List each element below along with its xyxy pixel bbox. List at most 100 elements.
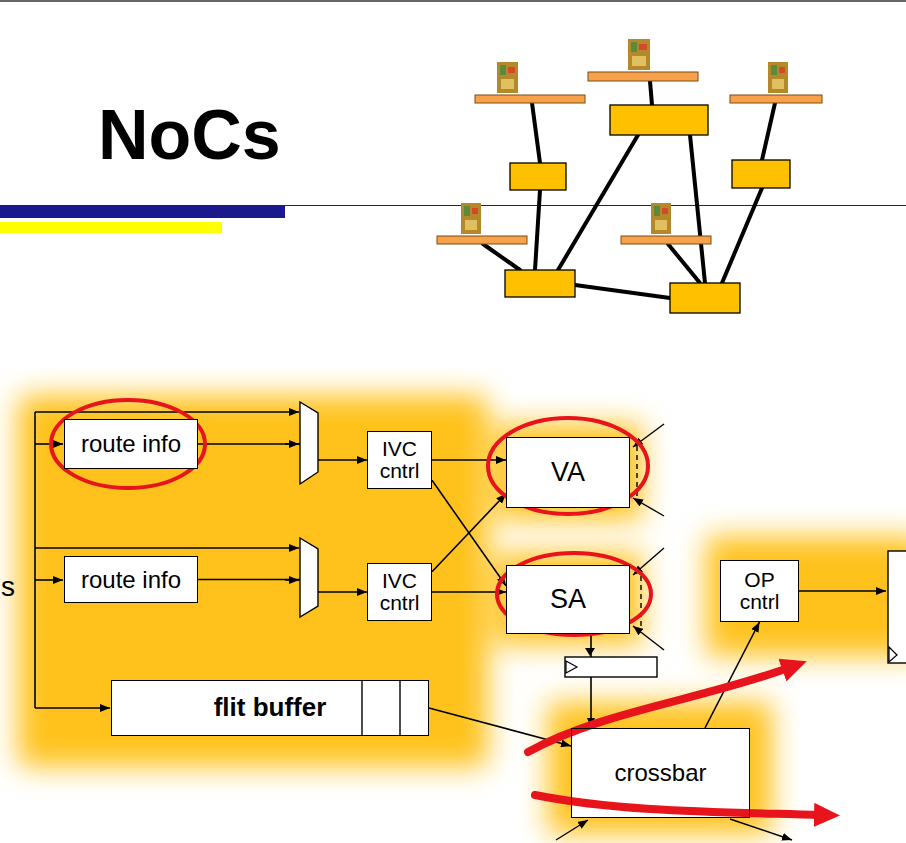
drawing-g <box>437 72 822 244</box>
connector-arrow <box>705 622 760 728</box>
drawing-line <box>35 547 299 549</box>
drawing-line <box>285 443 299 445</box>
drawing-rect <box>771 65 777 75</box>
drawing-rect <box>631 42 637 52</box>
drawing-line <box>797 590 886 592</box>
drawing-rect <box>654 206 660 216</box>
drawing-rect <box>461 203 481 234</box>
drawing-rect <box>588 72 698 81</box>
drawing-rect <box>0 205 285 218</box>
drawing-line <box>35 707 110 709</box>
connector-arrow <box>432 591 506 593</box>
glow-inputs <box>18 395 488 767</box>
drawing-line <box>556 820 588 840</box>
node-label: IVC cntrl <box>371 570 428 614</box>
drawing-g <box>497 62 518 93</box>
connector-arrow <box>198 580 367 593</box>
drawing-g <box>628 39 650 70</box>
drawing-rect <box>497 62 518 93</box>
drawing-line <box>558 135 638 270</box>
output-control-box: OP cntrl <box>720 560 799 622</box>
drawing-rect <box>501 79 514 89</box>
ivc-control-box: IVC cntrl <box>367 431 432 489</box>
drawing-polygon <box>300 538 318 617</box>
node-label: flit buffer <box>214 694 327 721</box>
drawing-rect <box>670 283 740 313</box>
drawing-line <box>640 576 641 626</box>
drawing-rect <box>472 208 478 214</box>
drawing-ellipse <box>51 400 205 488</box>
drawing-line <box>633 498 664 516</box>
node-label: crossbar <box>614 760 706 785</box>
drawing-g <box>651 203 671 234</box>
drawing-line <box>361 680 362 736</box>
drawing-polygon <box>566 661 577 673</box>
drawing-line <box>575 285 670 298</box>
drawing-line <box>650 81 652 105</box>
drawing-rect <box>662 208 668 214</box>
side-label: s <box>1 573 15 601</box>
node-label: VA <box>551 458 585 486</box>
drawing-rect <box>768 62 788 93</box>
drawing-rect <box>779 67 785 73</box>
drawing-g <box>483 81 775 298</box>
drawing-rect <box>465 220 477 230</box>
node-label: route info <box>81 431 181 456</box>
drawing-rect <box>508 67 515 73</box>
allocator-box: SA <box>506 565 630 634</box>
crossbar-box: crossbar <box>571 728 750 818</box>
glow-sa <box>496 553 642 645</box>
chip-icons <box>461 39 788 234</box>
drawing-rect <box>655 220 667 230</box>
drawing-line <box>668 244 700 283</box>
drawing-g <box>505 105 790 313</box>
drawing-line <box>722 188 762 283</box>
glow-output <box>706 536 906 656</box>
drawing-rect <box>565 657 657 677</box>
glow-va <box>496 424 642 520</box>
drawing-rect <box>732 160 790 188</box>
drawing-g <box>461 203 481 234</box>
drawing-rect <box>610 105 708 135</box>
connector-arrow <box>432 480 506 585</box>
node-label: OP cntrl <box>724 569 795 613</box>
drawing-rect <box>772 79 784 89</box>
route-info-box: route info <box>64 556 198 603</box>
drawing-g <box>35 412 299 708</box>
drawing-line <box>34 412 36 708</box>
drawing-line <box>532 103 540 163</box>
drawing-line <box>35 579 63 581</box>
node-label: SA <box>550 585 586 613</box>
drawing-rect <box>111 680 429 736</box>
drawing-rect <box>628 39 650 70</box>
drawing-rect <box>888 551 906 663</box>
ivc-control-box: IVC cntrl <box>367 563 432 621</box>
drawing-g <box>51 400 651 635</box>
drawing-path <box>585 648 595 656</box>
drawing-rect <box>621 236 711 244</box>
glow-group <box>18 395 906 834</box>
drawing-rect <box>730 95 822 103</box>
node-label: IVC cntrl <box>371 438 428 482</box>
route-info-box: route info <box>64 419 198 469</box>
drawing-ellipse <box>488 418 648 514</box>
drawing-rect <box>632 56 646 66</box>
drawing-line <box>730 819 792 840</box>
drawing-path <box>528 668 788 752</box>
drawing-ellipse <box>497 553 651 635</box>
drawing-line <box>483 244 520 270</box>
node-label: route info <box>81 567 181 592</box>
drawing-g <box>300 402 318 617</box>
drawing-g <box>768 62 788 93</box>
flit-buffer-box: flit buffer <box>111 680 429 736</box>
slide-title: NoCs <box>98 100 281 170</box>
drawing-line <box>535 190 540 270</box>
drawing-rect <box>639 44 647 50</box>
connector-arrow <box>198 444 367 460</box>
drawing-line <box>690 135 705 283</box>
drawing-rect <box>505 270 575 297</box>
drawing-polygon <box>300 402 318 484</box>
allocator-box: VA <box>506 437 630 508</box>
drawing-rect <box>437 236 527 244</box>
